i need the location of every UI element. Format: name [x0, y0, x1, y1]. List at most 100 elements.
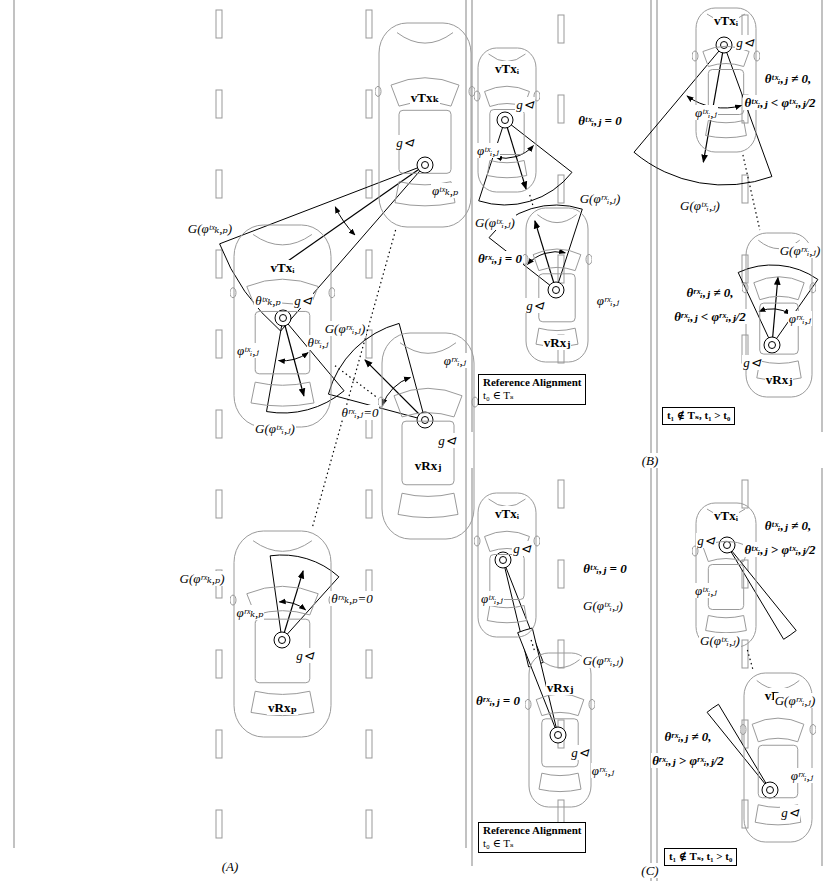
math-label: θᵗˣᵢ,ⱼ > φᵗˣᵢ,ⱼ/2: [743, 540, 816, 558]
road-markings: [14, 0, 822, 881]
math-label: θᵗˣᵢ,ⱼ = 0: [582, 559, 628, 577]
lane-dash: [366, 650, 372, 678]
math-label: g⊲: [742, 353, 762, 371]
math-label: φʳˣᵢ,ⱼ: [788, 309, 813, 327]
math-label: φʳˣᵢ,ⱼ: [596, 291, 621, 309]
car-outline: [230, 225, 335, 427]
condition-text: Reference Alignment: [483, 824, 581, 837]
math-label: θᵗˣᵢ,ⱼ ≠ 0,: [764, 516, 813, 534]
lane-edge: [471, 468, 472, 866]
label-text: θᵗˣᵢ,ⱼ = 0: [582, 561, 628, 576]
lane-dash: [558, 560, 564, 588]
math-label: G(φᵗˣᵢ,ⱼ): [679, 196, 721, 214]
lane-dash: [742, 800, 748, 828]
vehicle-label: vTxᵢ: [713, 508, 739, 523]
antenna-core: [769, 342, 776, 349]
time-condition-box: Reference Alignmentt₀ ∈ Tₛ: [478, 374, 586, 405]
label-text: g⊲: [742, 355, 762, 370]
lane-dash: [216, 650, 222, 678]
vehicle-name: vTxᵢ: [692, 13, 760, 28]
label-text: φᵗˣᵢ,ⱼ: [236, 343, 260, 358]
condition-text: Reference Alignment: [483, 376, 581, 389]
math-label: φᵗˣᵢ,ⱼ: [476, 141, 500, 159]
beam-sector: [634, 45, 772, 185]
label-text: θᵗˣᵢ,ⱼ ≠ 0,: [764, 71, 813, 86]
line-of-sight: [335, 366, 378, 399]
math-label: φᵗˣᵢ,ⱼ: [694, 581, 718, 599]
vehicle-node: vRxⱼ: [525, 650, 595, 810]
vehicle-label: vRxⱼ: [546, 680, 574, 695]
math-label: θᵗˣᵢ,ⱼ = 0: [577, 111, 623, 129]
car-outline: [230, 531, 335, 737]
label-text: g⊲: [570, 745, 590, 760]
time-condition-box: t₁ ∉ Tₛ, t₁ > t₀: [664, 848, 737, 866]
label-text: (B): [641, 453, 660, 468]
label-text: G(φʳˣᵢ,ⱼ): [779, 243, 822, 258]
label-text: φʳˣᵢ,ⱼ: [443, 353, 468, 368]
lane-dash: [216, 810, 222, 838]
antenna-ring: [764, 337, 780, 353]
label-text: g⊲: [437, 433, 457, 448]
math-label: θʳˣₖ,ₚ=0: [330, 589, 373, 607]
math-label: G(φʳˣᵢ,ⱼ): [324, 319, 367, 337]
car-outline: [525, 653, 595, 807]
math-label: g⊲: [395, 133, 415, 151]
lane-dash: [366, 90, 372, 118]
boresight-arrow: [272, 165, 425, 272]
lane-dash: [558, 175, 564, 203]
label-text: θᵗˣₖ,ₚ: [254, 293, 281, 308]
car-outline: [740, 673, 816, 842]
label-text: g⊲: [780, 805, 800, 820]
label-text: φᵗˣᵢ,ⱼ: [476, 143, 500, 158]
vehicle-node: vTxᵢ: [474, 45, 540, 195]
car-outline: [692, 8, 760, 152]
label-text: g⊲: [295, 648, 315, 663]
vehicle-label: vRxⱼ: [414, 458, 442, 473]
math-label: g⊲: [525, 296, 545, 314]
math-label: g⊲: [780, 803, 800, 821]
condition-text: t₀ ∈ Tₛ: [483, 837, 581, 850]
label-text: θʳˣᵢ,ⱼ ≠ 0,: [664, 729, 713, 744]
lane-dash: [366, 250, 372, 278]
beam-patterns: [220, 37, 818, 798]
math-label: G(φʳˣᵢ,ⱼ): [779, 241, 822, 259]
math-label: g⊲: [570, 743, 590, 761]
lane-dash: [216, 170, 222, 198]
antenna-core: [279, 637, 286, 644]
line-of-sight: [531, 640, 534, 650]
lane-dash: [366, 170, 372, 198]
condition-text: t₁ ∉ Tₛ, t₁ > t₀: [669, 850, 732, 863]
label-text: φʳˣₖ,ₚ: [236, 605, 265, 620]
label-text: g⊲: [512, 541, 532, 556]
vehicle-label: vTxᵢ: [494, 506, 520, 521]
label-text: G(φʳˣₖ,ₚ): [179, 571, 226, 586]
vehicle-name: vRxⱼ: [742, 372, 816, 387]
lane-dash: [216, 10, 222, 38]
boresight-arrow: [535, 221, 556, 290]
beam-sector: [270, 555, 339, 640]
antenna-ring: [275, 310, 291, 326]
lane-edge: [471, 0, 472, 432]
beam-sector: [328, 323, 425, 420]
antenna-core: [553, 287, 560, 294]
lane-dash: [216, 490, 222, 518]
label-text: θʳˣᵢ,ⱼ < φʳˣᵢ,ⱼ/2: [673, 309, 747, 324]
lane-dash: [742, 175, 748, 203]
car-drawing: [375, 20, 475, 230]
car-drawing: [230, 222, 335, 430]
vehicle-node: vTxₖ: [375, 20, 475, 230]
math-label: θʳˣᵢ,ⱼ = 0: [477, 249, 523, 267]
antenna-ring: [762, 782, 778, 798]
vehicle-label: vRxⱼ: [543, 335, 571, 350]
math-label: G(φᵗˣₖ,ₚ): [187, 219, 233, 237]
lane-edge: [821, 468, 822, 866]
lane-edge: [13, 0, 14, 848]
label-text: G(φᵗˣₖ,ₚ): [187, 221, 233, 236]
math-label: (B): [641, 451, 660, 469]
math-label: G(φʳˣₖ,ₚ): [179, 569, 226, 587]
math-label: g⊲: [735, 33, 755, 51]
math-label: θʳˣᵢ,ⱼ ≠ 0,: [664, 727, 713, 745]
label-text: θʳˣᵢ,ⱼ = 0: [475, 693, 521, 708]
beamwidth-arc: [496, 146, 534, 159]
